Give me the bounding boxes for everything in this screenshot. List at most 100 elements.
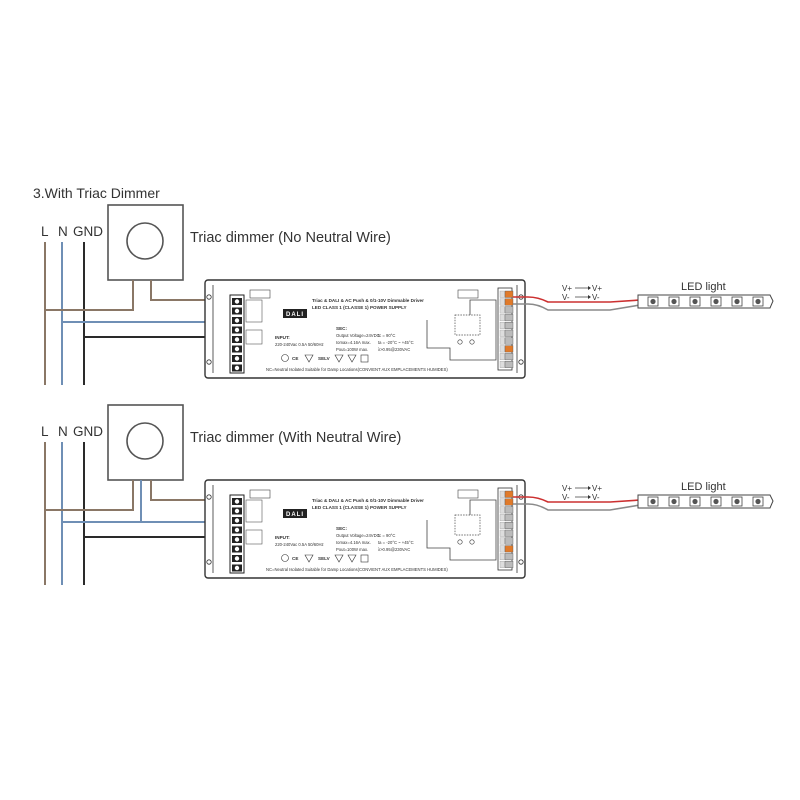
- output-terminal-label: [499, 498, 505, 506]
- led-chip-icon: [734, 298, 740, 305]
- output-terminal-slot: [504, 298, 514, 306]
- output-terminal-slot: [504, 522, 514, 529]
- led-chip-icon: [755, 298, 761, 305]
- output-terminal-slot: [504, 337, 514, 345]
- terminal-label-l: L: [41, 424, 49, 439]
- input-label: INPUT:: [275, 535, 290, 540]
- input-label-box: [245, 299, 263, 323]
- dimmer-label: Triac dimmer (With Neutral Wire): [190, 430, 401, 446]
- cert-mark-icon: [281, 554, 289, 562]
- screw-icon: [234, 499, 240, 504]
- output-terminal-slot: [504, 314, 514, 322]
- output-terminal-label: [499, 290, 505, 298]
- temp-line-1: tc = 90°C: [378, 333, 395, 338]
- output-terminal-slot: [504, 345, 514, 353]
- output-terminal-label: [499, 506, 505, 514]
- selv-mark: SELV: [318, 356, 331, 361]
- ce-mark-icon: CE: [292, 556, 298, 561]
- led-chip-icon: [671, 498, 677, 505]
- led-indicator-icon: [469, 539, 475, 545]
- screw-icon: [234, 346, 240, 352]
- screw-icon: [234, 527, 240, 533]
- driver-title: Triac & DALI & AC Push & 0/1-10V Dimmabl…: [312, 298, 424, 303]
- dali-logo: DALI: [286, 312, 304, 318]
- screw-icon: [234, 565, 240, 571]
- screw-icon: [234, 356, 240, 361]
- output-terminal-slot: [504, 322, 514, 329]
- led-driver: Triac & DALI & AC Push & 0/1-10V Dimmabl…: [204, 279, 526, 379]
- sec-label: SEC:: [336, 526, 347, 531]
- temp-line-3: λ>0.95@230VAC: [378, 347, 410, 352]
- output-terminal-slot: [504, 537, 514, 545]
- wire-vplus: [513, 496, 641, 503]
- switch-icon: [249, 489, 271, 499]
- mount-hole-icon: [206, 494, 212, 500]
- led-driver: Triac & DALI & AC Push & 0/1-10V Dimmabl…: [204, 479, 526, 579]
- terminal-label-gnd: GND: [73, 424, 103, 439]
- led-chip-icon: [692, 498, 698, 505]
- output-terminal-label: [499, 529, 505, 537]
- input-label-box: [245, 499, 263, 523]
- output-terminal-slot: [504, 329, 514, 337]
- terminal-label-n: N: [58, 424, 68, 439]
- warning-triangle-icon: [304, 554, 314, 563]
- input-label: INPUT:: [275, 335, 290, 340]
- sec-line-3: Pout=100W max.: [336, 347, 368, 352]
- vplus-in-label: V+: [562, 284, 572, 293]
- dip-switch-area: [454, 314, 481, 336]
- terminal-label-n: N: [58, 224, 68, 239]
- output-terminal-label: [499, 314, 505, 322]
- output-terminal-slot: [504, 553, 514, 561]
- mount-hole-icon: [206, 359, 212, 365]
- warning-triangle-icon: [334, 554, 344, 563]
- dali-logo-badge: [283, 309, 307, 318]
- wire-n-to-dimmer: [62, 480, 142, 523]
- wire-vminus: [513, 503, 641, 511]
- output-terminal-label: [499, 553, 505, 561]
- wire-l-to-dimmer: [45, 480, 134, 511]
- screw-icon: [234, 537, 240, 542]
- led-chip-icon: [692, 298, 698, 305]
- wire-vminus: [513, 303, 641, 311]
- output-terminal-slot: [504, 361, 514, 368]
- warning-triangle-icon: [347, 554, 357, 563]
- wire-l-to-dimmer: [45, 280, 134, 311]
- switch-icon: [457, 289, 479, 299]
- vminus-out-label: V-: [592, 293, 600, 302]
- vminus-out-label: V-: [592, 493, 600, 502]
- led-chip-icon: [650, 298, 656, 305]
- temp-line-1: tc = 90°C: [378, 533, 395, 538]
- led-indicator-icon: [457, 339, 463, 345]
- input-text: 220-240Vac 0.5A 50/60Hz: [275, 342, 324, 347]
- output-terminal-slot: [504, 545, 514, 553]
- screw-icon: [234, 337, 240, 342]
- led-chip-icon: [713, 298, 719, 305]
- led-chip-icon: [671, 298, 677, 305]
- driver-body: [204, 479, 526, 579]
- driver-bottom-text: NC=Neutral Isolated Suitable for Damp Lo…: [266, 367, 448, 372]
- double-insulation-icon: [360, 554, 369, 563]
- mount-hole-icon: [206, 294, 212, 300]
- screw-icon: [234, 546, 240, 552]
- vplus-out-label: V+: [592, 484, 602, 493]
- output-terminal-label: [499, 361, 505, 368]
- temp-line-2: ta = -20°C ~ +45°C: [378, 340, 414, 345]
- output-terminal-label: [499, 298, 505, 306]
- double-insulation-icon: [360, 354, 369, 363]
- input-label-box: [245, 529, 263, 545]
- input-text: 220-240Vac 0.5A 50/60Hz: [275, 542, 324, 547]
- sec-line-3: Pout=100W max.: [336, 547, 368, 552]
- led-chip-icon: [734, 498, 740, 505]
- screw-icon: [234, 318, 240, 323]
- sec-line-1: Output Voltage=24VDC: [336, 333, 380, 338]
- ce-mark-icon: CE: [292, 356, 298, 361]
- output-terminal-slot: [504, 514, 514, 522]
- output-terminal-label: [499, 337, 505, 345]
- driver-subtitle: LED CLASS 1 (CLASSE 1) POWER SUPPLY: [312, 305, 407, 310]
- dimmer-label: Triac dimmer (No Neutral Wire): [190, 230, 391, 246]
- arrow-head-icon: [588, 295, 591, 299]
- sec-line-2: Iomax=4.16A max.: [336, 540, 371, 545]
- driver-body: [204, 279, 526, 379]
- mount-hole-icon: [518, 359, 524, 365]
